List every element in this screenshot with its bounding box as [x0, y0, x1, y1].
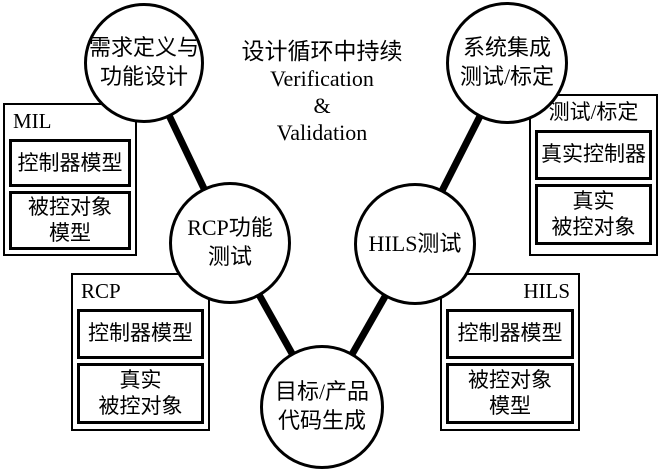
system-integration-circle: 系统集成 测试/标定: [446, 2, 568, 124]
center-vv-note-verification: Verification: [270, 66, 374, 91]
rcp-controller-model-box: 控制器模型: [77, 309, 204, 359]
code-generation-label: 目标/产品 代码生成: [274, 379, 370, 433]
test-calibration-real-plant-box: 真实 被控对象: [535, 184, 652, 245]
code-generation-circle: 目标/产品 代码生成: [260, 345, 384, 469]
hils-test-circle: HILS测试: [354, 183, 476, 305]
rcp-function-test-label: RCP功能 测试: [187, 215, 273, 269]
center-vv-note-ampersand: &: [313, 93, 331, 118]
hils-test-label: HILS测试: [368, 230, 462, 256]
test-calibration-box: 测试/标定 真实控制器 真实 被控对象: [529, 94, 658, 256]
center-vv-note-validation: Validation: [276, 120, 368, 145]
rcp-box-title: RCP: [81, 279, 121, 303]
hils-box: HILS 控制器模型 被控对象 模型: [440, 273, 580, 431]
requirements-design-circle: 需求定义与 功能设计: [84, 3, 204, 123]
test-calibration-box-title: 测试/标定: [548, 100, 639, 124]
rcp-function-test-circle: RCP功能 测试: [169, 182, 291, 304]
mil-box-title: MIL: [13, 109, 52, 133]
center-vv-note: 设计循环中持续 Verification & Validation: [217, 38, 427, 146]
hils-plant-model-box: 被控对象 模型: [446, 363, 574, 424]
hils-controller-model-box: 控制器模型: [446, 309, 574, 359]
mil-plant-model-box: 被控对象 模型: [9, 191, 131, 250]
hils-box-title: HILS: [523, 279, 570, 303]
test-calibration-real-controller-box: 真实控制器: [535, 130, 652, 180]
mil-box: MIL 控制器模型 被控对象 模型: [3, 103, 137, 256]
rcp-real-plant-box: 真实 被控对象: [77, 363, 204, 424]
system-integration-label: 系统集成 测试/标定: [459, 35, 555, 89]
requirements-design-label: 需求定义与 功能设计: [88, 35, 199, 89]
mil-controller-model-box: 控制器模型: [9, 139, 131, 188]
rcp-box: RCP 控制器模型 真实 被控对象: [71, 273, 210, 431]
center-vv-note-title: 设计循环中持续: [241, 39, 403, 64]
